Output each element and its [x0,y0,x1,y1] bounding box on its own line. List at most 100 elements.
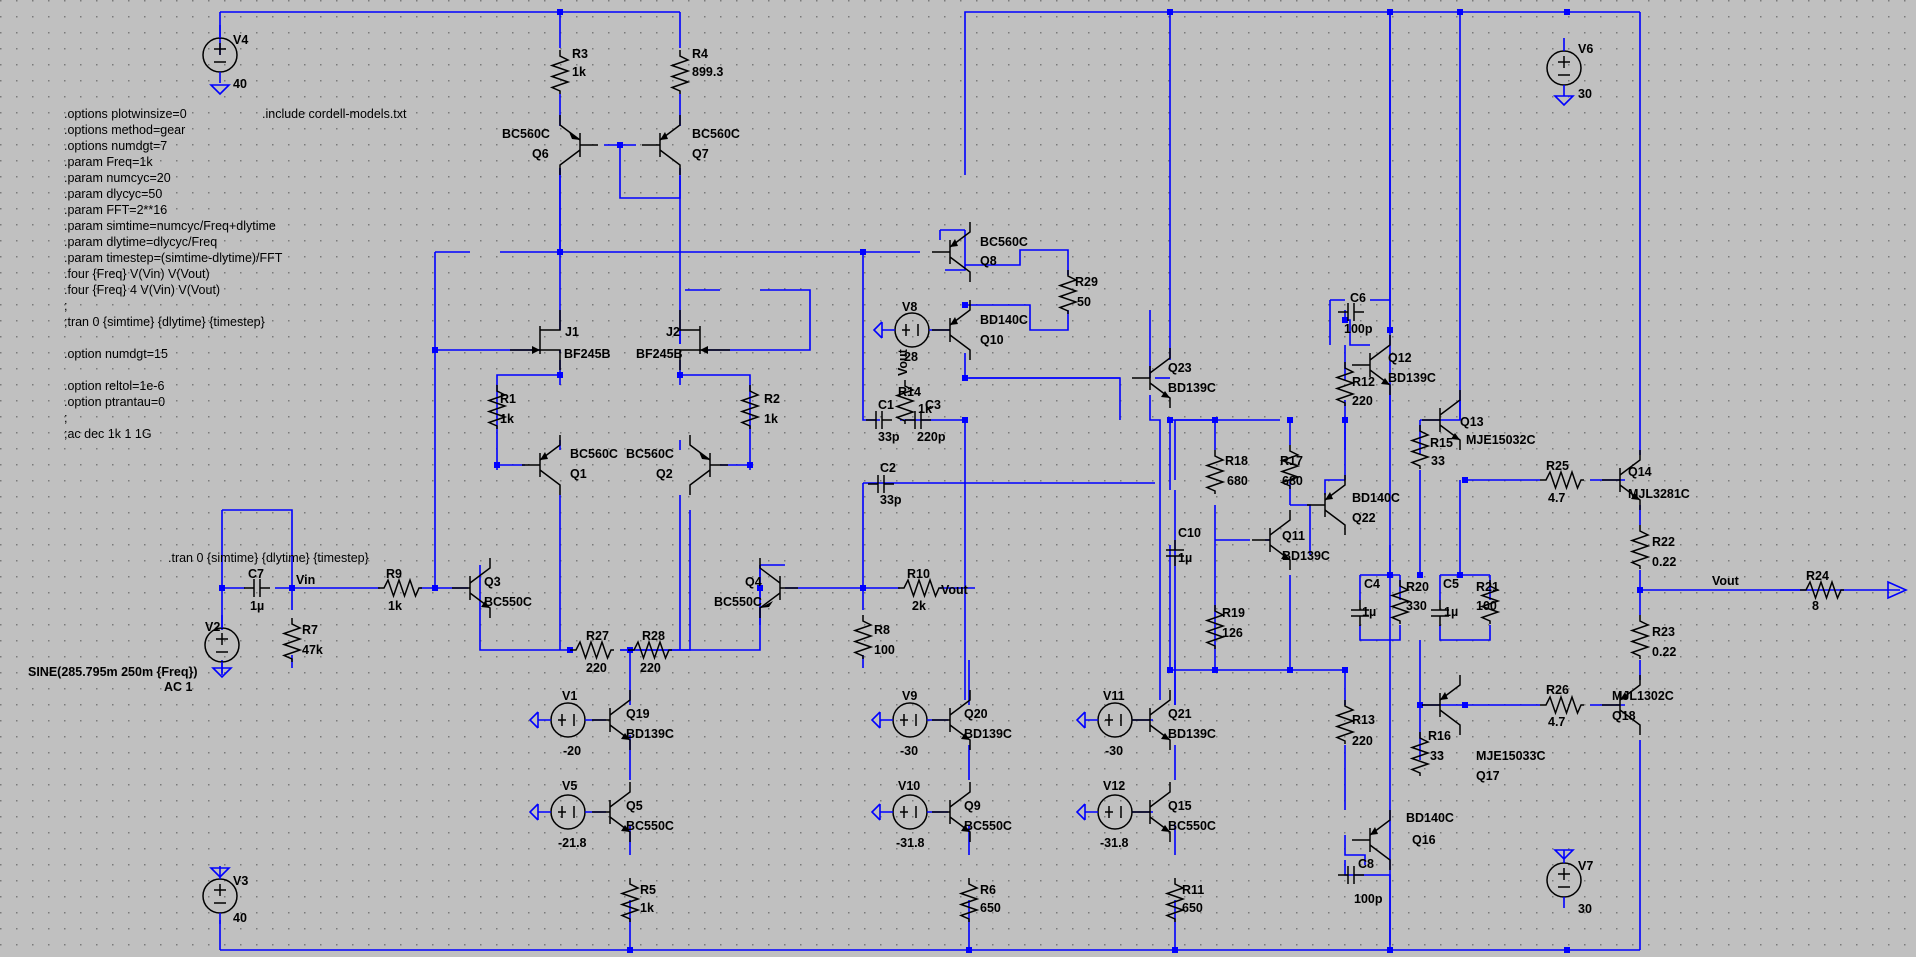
r14-resistor[interactable] [894,380,916,424]
label-q3-name: Q3 [484,575,501,589]
c1-capacitor[interactable] [866,411,892,429]
q13-transistor[interactable] [1422,390,1461,450]
r28-resistor[interactable] [628,639,672,661]
component-labels: V440V340V630V730V1-20V5-21.8V9-30V10-31.… [233,33,1829,925]
q18-transistor[interactable] [1602,675,1641,735]
r3-resistor[interactable] [549,50,571,94]
r23-resistor[interactable] [1629,615,1651,659]
q17-transistor[interactable] [1422,675,1461,735]
q23-transistor[interactable] [1132,348,1171,408]
r18-resistor[interactable] [1204,450,1226,494]
r5-resistor[interactable] [619,878,641,922]
directive-5: .param dlycyc=50 [64,187,162,201]
q22-transistor[interactable] [1307,475,1346,535]
v5-voltage-source[interactable] [528,794,606,830]
directive-9: .param timestep=(simtime-dlytime)/FFT [64,251,283,265]
j2-jfet[interactable] [679,310,730,370]
r15-resistor[interactable] [1409,425,1431,469]
q8-transistor[interactable] [932,222,971,282]
label-q3-model: BC550C [484,595,532,609]
q5-transistor[interactable] [592,782,631,842]
label-j2-model: BF245B [636,347,683,361]
r10-resistor[interactable] [898,577,942,599]
label-v8-value: 28 [904,350,918,364]
q6-transistor[interactable] [559,115,598,175]
q4-transistor[interactable] [759,558,798,618]
r12-resistor[interactable] [1334,362,1356,406]
r4-resistor[interactable] [669,50,691,94]
r17-resistor[interactable] [1279,445,1301,489]
r20-resistor[interactable] [1389,580,1411,624]
label-r25-value: 4.7 [1548,491,1565,505]
c4-capacitor[interactable] [1351,600,1369,626]
r16-resistor[interactable] [1409,732,1431,776]
r7-resistor[interactable] [281,618,303,662]
label-q13-name: Q13 [1460,415,1484,429]
q20-transistor[interactable] [932,690,971,750]
directives-block: .options plotwinsize=0 .options method=g… [28,107,407,694]
c10-capacitor[interactable] [1166,540,1184,566]
q11-transistor[interactable] [1252,510,1291,570]
q21-transistor[interactable] [1132,690,1171,750]
label-c6-name: C6 [1350,291,1366,305]
r24-resistor[interactable] [1800,579,1844,601]
r1-resistor[interactable] [486,385,508,429]
c6-capacitor[interactable] [1338,303,1364,321]
q2-transistor[interactable] [689,435,728,495]
label-r18-value: 680 [1227,474,1248,488]
label-r21-name: R21 [1476,580,1499,594]
r21-resistor[interactable] [1479,580,1501,624]
v6-voltage-source[interactable] [1546,38,1582,96]
label-v11-value: -30 [1105,744,1123,758]
q15-transistor[interactable] [1132,782,1171,842]
label-v1-value: -20 [563,744,581,758]
label-r24-name: R24 [1806,569,1829,583]
q14-transistor[interactable] [1602,450,1641,510]
r19-resistor[interactable] [1204,605,1226,649]
label-q8-model: BC560C [980,235,1028,249]
label-vout-v8: Vout [896,348,910,376]
label-r29-value: 50 [1077,295,1091,309]
r13-resistor[interactable] [1334,700,1356,744]
label-q16-model: BD140C [1406,811,1454,825]
label-r9-name: R9 [386,567,402,581]
q10-transistor[interactable] [932,300,971,360]
label-v6-name: V6 [1578,42,1593,56]
j1-jfet[interactable] [510,310,561,370]
label-v3-name: V3 [233,874,248,888]
r26-resistor[interactable] [1540,694,1584,716]
r22-resistor[interactable] [1629,525,1651,569]
label-r11-value: 650 [1182,901,1203,915]
c5-capacitor[interactable] [1431,600,1449,626]
c8-capacitor[interactable] [1338,866,1364,884]
r9-resistor[interactable] [378,577,422,599]
r2-resistor[interactable] [739,385,761,429]
label-q22-name: Q22 [1352,511,1376,525]
r29-resistor[interactable] [1057,270,1079,314]
label-j1-model: BF245B [564,347,611,361]
r11-resistor[interactable] [1164,878,1186,922]
c3-capacitor[interactable] [905,411,931,429]
q7-transistor[interactable] [642,115,681,175]
r8-resistor[interactable] [852,615,874,659]
label-r9-value: 1k [388,599,402,613]
r27-resistor[interactable] [570,639,614,661]
v7-voltage-source[interactable] [1546,850,1582,908]
label-q8-name: Q8 [980,254,997,268]
q19-transistor[interactable] [592,690,631,750]
c7-capacitor[interactable] [244,579,270,597]
q9-transistor[interactable] [932,782,971,842]
r25-resistor[interactable] [1540,469,1584,491]
r6-resistor[interactable] [958,878,980,922]
v4-voltage-source[interactable] [202,25,238,83]
label-q5-name: Q5 [626,799,643,813]
c2-capacitor[interactable] [868,475,894,493]
q1-transistor[interactable] [522,435,561,495]
directive-6: .param FFT=2**16 [64,203,167,217]
q12-transistor[interactable] [1352,335,1391,395]
label-r2-name: R2 [764,392,780,406]
q16-transistor[interactable] [1352,810,1391,870]
q3-transistor[interactable] [452,558,491,618]
